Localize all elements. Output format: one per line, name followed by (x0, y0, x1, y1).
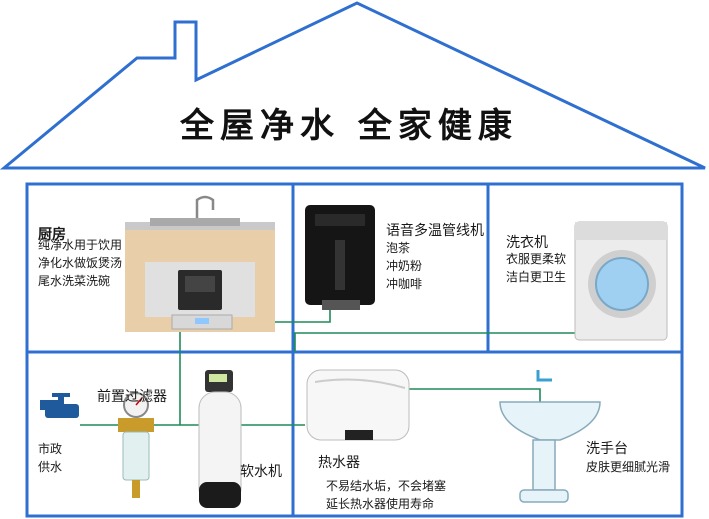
kitchen-cabinet-icon (125, 195, 275, 332)
sink-label: 洗手台 (586, 441, 628, 457)
kitchen-note: 纯净水用于饮用 (38, 238, 123, 252)
water-dispenser-icon (305, 205, 375, 310)
kitchen-notes: 纯净水用于饮用 净化水做饭煲汤 尾水洗菜洗碗 (38, 236, 122, 290)
dispenser-notes: 泡茶 冲奶粉 冲咖啡 (386, 239, 422, 293)
laundry-note: 衣服更柔软 (506, 252, 567, 266)
house-frame (25, 182, 684, 518)
softener-label: 软水机 (240, 464, 282, 480)
prefilter-label: 前置过滤器 (97, 389, 167, 405)
laundry-notes: 衣服更柔软 洁白更卫生 (506, 250, 566, 286)
dispenser-note: 泡茶 (386, 241, 411, 255)
dispenser-label: 语音多温管线机 (386, 223, 484, 239)
kitchen-note: 尾水洗菜洗碗 (38, 274, 111, 288)
dispenser-note: 冲咖啡 (386, 277, 423, 291)
sink-note: 皮肤更细腻光滑 (586, 460, 671, 474)
supply-label-line: 市政 (38, 442, 63, 456)
supply-label-line: 供水 (38, 460, 63, 474)
water-tap-icon (40, 393, 79, 418)
laundry-label: 洗衣机 (506, 235, 548, 251)
kitchen-note: 净化水做饭煲汤 (38, 256, 123, 270)
heater-note: 不易结水垢，不会堵塞 (326, 479, 447, 493)
pre-filter-icon (118, 392, 154, 498)
washing-machine-icon (574, 221, 668, 341)
dispenser-note: 冲奶粉 (386, 259, 423, 273)
heater-label: 热水器 (318, 455, 360, 471)
laundry-note: 洁白更卫生 (506, 270, 567, 284)
page-title: 全屋净水 全家健康 (180, 106, 518, 146)
water-heater-icon (306, 369, 410, 441)
heater-notes: 不易结水垢，不会堵塞 延长热水器使用寿命 (326, 477, 446, 513)
kitchen-label: 厨房 (38, 227, 66, 243)
roof (0, 1, 706, 170)
water-softener-icon (198, 370, 242, 508)
sink-notes: 皮肤更细腻光滑 (586, 458, 670, 476)
supply-label: 市政 供水 (38, 440, 62, 476)
heater-note: 延长热水器使用寿命 (326, 497, 435, 511)
wash-basin-icon (499, 370, 601, 503)
